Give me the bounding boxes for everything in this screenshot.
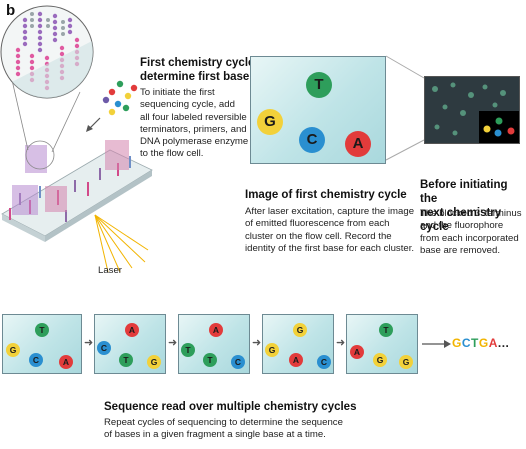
base-spot: T [379, 323, 393, 337]
result-base: G [478, 336, 489, 350]
cycle-frame-1: T G C A [2, 314, 82, 374]
base-spot: T [306, 72, 332, 98]
base-spot: T [181, 343, 195, 357]
base-spot: G [6, 343, 20, 357]
image-cycle-text: After laser excitation, capture the imag… [245, 206, 414, 255]
text-line: terminators, primers, and [140, 123, 247, 135]
text-line: all four labeled reversible [140, 111, 247, 123]
base-spot: C [29, 353, 43, 367]
base-spot: G [293, 323, 307, 337]
base-spot: G [399, 355, 413, 369]
text-line: The blocked 3’ terminus [420, 208, 522, 219]
text-line: After laser excitation, capture the imag… [245, 206, 415, 217]
image-cycle-title: Image of first chemistry cycle [245, 189, 407, 201]
text-line: Repeat cycles of sequencing to determine… [104, 417, 343, 428]
text-line: of bases in a given fragment a single ba… [104, 429, 326, 441]
base-spot: T [119, 353, 133, 367]
first-cycle-title-line1: First chemistry cycle: [140, 57, 259, 69]
sequence-read-title: Sequence read over multiple chemistry cy… [104, 401, 357, 413]
cycle-frame-2: A C T G [94, 314, 166, 374]
laser-label: Laser [98, 265, 122, 276]
long-arrow-icon [422, 340, 451, 348]
result-base: G [452, 336, 462, 350]
base-spot: A [289, 353, 303, 367]
base-spot: A [59, 355, 73, 369]
before-next-title-line1: Before initiating the [420, 179, 508, 205]
first-cycle-text: To initiate the first sequencing cycle, … [140, 87, 248, 161]
text-line: sequencing cycle, add [140, 99, 235, 111]
sequence-read-text: Repeat cycles of sequencing to determine… [104, 417, 343, 442]
before-next-text: The blocked 3’ terminus and the fluoroph… [420, 208, 522, 257]
cycle-frame-4: G G A C [262, 314, 334, 374]
result-base: ... [497, 336, 510, 350]
base-spot: C [299, 127, 325, 153]
base-spot: C [231, 355, 245, 369]
before-next-title-line2: next chemistry cycle [420, 207, 502, 233]
before-next-title: Before initiating the next chemistry cyc… [420, 178, 526, 234]
base-spot: T [35, 323, 49, 337]
arrow-icon: ➜ [84, 337, 94, 349]
first-cycle-title-line2: determine first base [140, 71, 250, 83]
text-line: of emitted fluorescence from each [245, 218, 390, 230]
base-spot: G [373, 353, 387, 367]
arrow-icon: ➜ [336, 337, 346, 349]
text-line: identity of the first base for each clus… [245, 242, 415, 254]
base-spot: T [203, 353, 217, 367]
fluorescence-image [424, 76, 520, 144]
result-base: C [461, 336, 472, 350]
base-spot: G [265, 343, 279, 357]
result-base: T [471, 336, 479, 350]
text-line: and the fluorophore [420, 220, 504, 232]
text-line: cluster on the flow cell. Record the [245, 230, 392, 242]
text-line: to the flow cell. [140, 148, 204, 160]
text-line: base are removed. [420, 244, 500, 256]
cycle-frame-3: A T T C [178, 314, 250, 374]
base-spot: C [97, 341, 111, 355]
base-spot: C [317, 355, 331, 369]
base-spot: A [209, 323, 223, 337]
base-spot: A [350, 345, 364, 359]
panel-label: b [6, 2, 16, 19]
base-spot: G [257, 109, 283, 135]
cycle-frame-5: T A G G [346, 314, 418, 374]
result-sequence: GCTGA... [452, 336, 509, 350]
arrow-icon: ➜ [252, 337, 262, 349]
base-spot: G [147, 355, 161, 369]
arrow-icon: ➜ [168, 337, 178, 349]
first-cycle-title: First chemistry cycle: determine first b… [140, 56, 258, 84]
text-line: from each incorporated [420, 232, 519, 244]
text-line: DNA polymerase enzyme [140, 136, 249, 148]
text-line: To initiate the first [140, 87, 215, 98]
base-spot: A [125, 323, 139, 337]
base-spot: A [345, 131, 371, 157]
result-base: A [488, 336, 498, 350]
fluorescence-dots [432, 82, 519, 143]
first-cycle-image: T G C A [250, 56, 386, 164]
